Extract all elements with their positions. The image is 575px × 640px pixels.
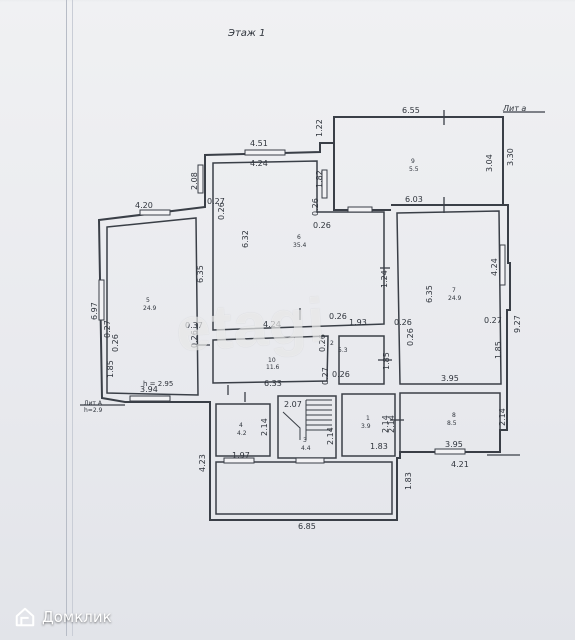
room-number: 4 [239,422,243,429]
dimension-label: 0.27 [103,320,112,338]
dimension-label: 3.94 [140,385,158,394]
dimension-label: 0.26 [111,334,120,352]
dimension-label: 0.26 [318,334,327,352]
dimension-label: 3.95 [445,440,463,449]
room-area: 4.2 [237,430,247,437]
lit-label: Лит а [502,104,526,113]
dimension-label: 1.22 [315,119,324,137]
dimension-label: 2.07 [284,400,302,409]
dimension-label: 4.24 [490,258,499,276]
brand-name: Домклик [42,608,112,626]
room-number: 5 [146,297,150,304]
dimension-label: 0.26 [329,312,347,321]
windows [98,149,506,464]
room-area: 11.6 [266,364,280,371]
domclick-house-icon [15,607,35,627]
room-area: 4.4 [301,445,311,452]
room-area: 8.5 [447,420,457,427]
room-area: 24.9 [143,305,157,312]
dimension-label: 3.30 [506,148,515,166]
room-number: 2 [330,340,334,347]
dimension-label: 1.83 [370,442,388,451]
domclick-brand: Домклик [14,606,112,628]
dimension-label: 4.20 [135,201,153,210]
dimension-label: 1.85 [494,341,503,359]
room-area: 3.9 [361,423,371,430]
ceiling-height: h = 2.95 [143,380,173,388]
labels: Этаж 1 Лит а Лит А h=2.9 h = 2.95 9 5.5 … [84,28,526,531]
dimension-label: 6.55 [402,106,420,115]
room-number: 1 [366,415,370,422]
dimension-label: 0.26 [406,328,415,346]
dimension-label: 6.97 [90,302,99,320]
dimension-label: 3.04 [485,154,494,172]
dimension-label: 0.26 [332,370,350,379]
staircase [282,399,332,440]
dimension-label: 6.33 [264,379,282,388]
dimension-label: 0.26 [313,221,331,230]
dimension-label: 1.24 [380,270,389,288]
walls [97,116,511,521]
room-number: 7 [452,287,456,294]
dimension-label: 2.08 [190,172,199,190]
dimension-label: 9.27 [513,315,522,333]
dimension-label: 0.26 [394,318,412,327]
dimension-label: 1.85 [106,360,115,378]
dimension-label: 0.27 [484,316,502,325]
dimension-label: 4.51 [250,139,268,148]
dimension-label: 6.03 [405,195,423,204]
sheet-margin-line [66,0,67,636]
dimension-label: 3.95 [441,374,459,383]
room-number: 6 [297,234,301,241]
sheet-margin-line [72,0,73,636]
room-area: 35.4 [293,242,307,249]
dimension-label: 4.24 [263,320,281,329]
dimension-label: 4.21 [451,460,469,469]
dimension-label: 2.14 [326,427,335,445]
dimension-label: 1.93 [349,318,367,327]
dimension-label: 2.14 [381,415,390,433]
dimension-label: 1.83 [404,472,413,490]
room-number: 9 [411,158,415,165]
dimension-label: 1.85 [382,352,391,370]
dimension-label: 2.14 [260,418,269,436]
room-number: 10 [268,357,276,364]
dimension-label: 0.37 [185,321,203,330]
lit-main-height: h=2.9 [84,407,103,414]
door-marks [80,110,545,456]
dimension-label: 0.26 [311,198,320,216]
room-area: 5.5 [409,166,419,173]
floor-title: Этаж 1 [227,28,266,39]
dimension-label: 0.27 [321,367,330,385]
dimension-label: 6.35 [196,265,205,283]
lit-main-label: Лит А [84,400,103,407]
dimension-label: 6.85 [298,522,316,531]
dimension-label: 0.26 [217,202,226,220]
dimension-label: 1.82 [315,170,324,188]
dimension-label: 4.23 [198,454,207,472]
room-area: 5.3 [338,347,348,354]
dimension-label: 0.26 [190,330,199,348]
dimension-label: 6.35 [425,285,434,303]
room-number: 3 [303,437,307,444]
dimension-label: 4.24 [250,159,268,168]
dimension-label: 1.97 [232,451,250,460]
dimension-label: 6.32 [241,230,250,248]
dimension-label: 0.27 [207,197,225,206]
dimension-label: 2.14 [387,415,396,433]
room-number: 8 [452,412,456,419]
room-area: 24.9 [448,295,462,302]
dimension-label: 2.14 [498,408,507,426]
